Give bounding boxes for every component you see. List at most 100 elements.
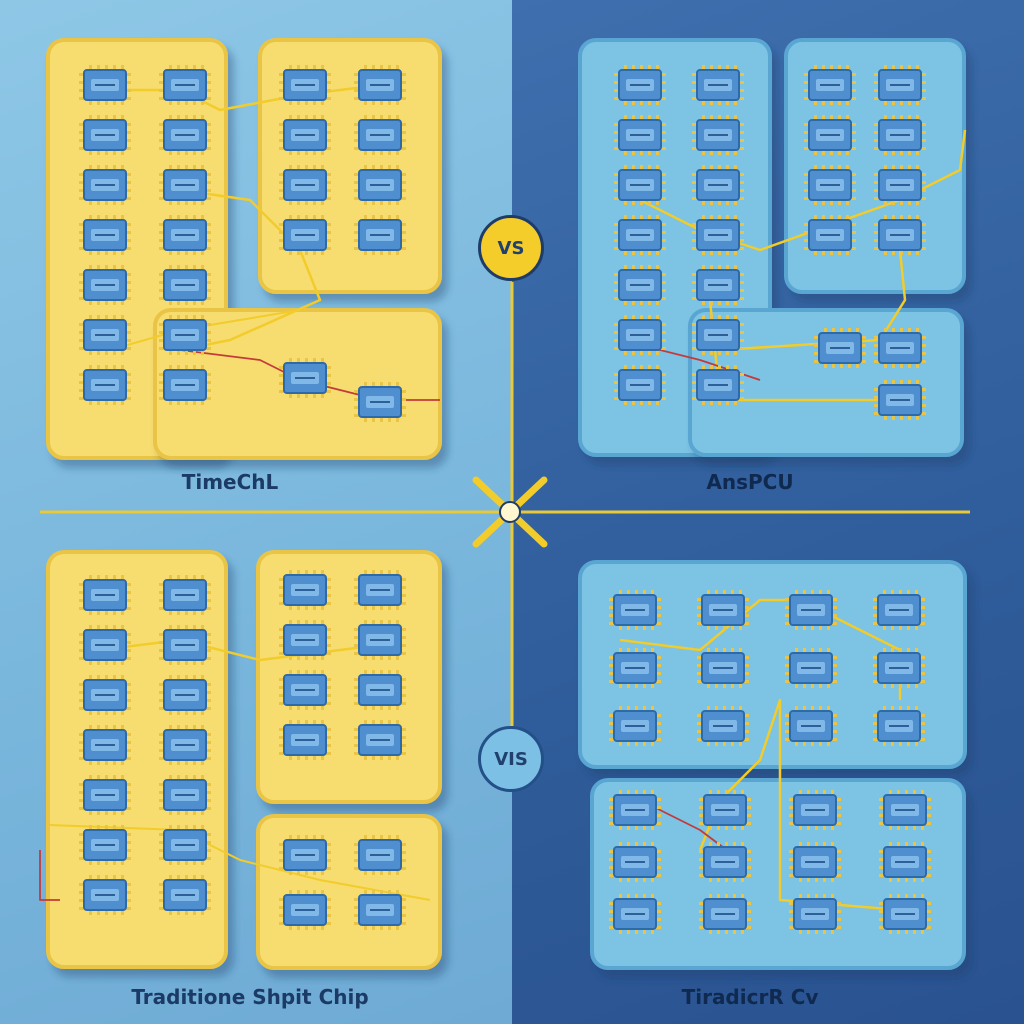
tl-b-chip-icon	[279, 215, 331, 255]
tr-a-chip-icon	[614, 65, 666, 105]
bl-a-chip-icon	[79, 675, 131, 715]
tl-a-chip-icon	[79, 65, 131, 105]
bl-b-chip-icon	[279, 620, 331, 660]
tr-a-chip-icon	[614, 115, 666, 155]
tr-c-chip-icon	[874, 380, 926, 420]
tr-c-chip-icon	[874, 328, 926, 368]
tl-a-chip-icon	[79, 315, 131, 355]
tl-a-chip-icon	[159, 115, 211, 155]
tr-b-chip-icon	[804, 215, 856, 255]
caption-bottom-left: Traditione Shpit Chip	[60, 985, 440, 1009]
br-a-chip-icon	[873, 706, 925, 746]
tl-a-chip-icon	[159, 165, 211, 205]
bl-a-chip-icon	[159, 825, 211, 865]
br-b-chip-icon	[699, 790, 751, 830]
br-b-chip-icon	[789, 790, 841, 830]
tr-b-chip-icon	[804, 65, 856, 105]
bl-b-chip-icon	[279, 720, 331, 760]
caption-bottom-right: TiradicrR Cv	[600, 985, 900, 1009]
tr-b-chip-icon	[804, 165, 856, 205]
bl-a-chip-icon	[79, 575, 131, 615]
tl-a-chip-icon	[79, 165, 131, 205]
bl-c-chip-icon	[354, 890, 406, 930]
br-a-chip-icon	[785, 648, 837, 688]
br-b-chip-icon	[879, 842, 931, 882]
tr-c-chip-icon	[814, 328, 866, 368]
tl-b-chip-icon	[279, 165, 331, 205]
br-a-chip-icon	[697, 706, 749, 746]
board-bottom-left-c	[258, 816, 440, 968]
bl-a-chip-icon	[159, 775, 211, 815]
tl-a-chip-icon	[159, 315, 211, 355]
tl-b-chip-icon	[354, 165, 406, 205]
vs-badge-bottom: VIS	[478, 726, 544, 792]
caption-top-right: AnsPCU	[620, 470, 880, 494]
tr-a-chip-icon	[692, 265, 744, 305]
bl-a-chip-icon	[159, 575, 211, 615]
bl-b-chip-icon	[354, 620, 406, 660]
caption-top-left: TimeChL	[100, 470, 360, 494]
bl-a-chip-icon	[159, 675, 211, 715]
tr-a-chip-icon	[614, 215, 666, 255]
br-b-chip-icon	[699, 894, 751, 934]
bl-a-chip-icon	[79, 875, 131, 915]
tl-a-chip-icon	[159, 365, 211, 405]
tr-b-chip-icon	[874, 115, 926, 155]
tl-c-chip-icon	[279, 358, 331, 398]
tl-a-chip-icon	[159, 265, 211, 305]
br-b-chip-icon	[609, 790, 661, 830]
tr-b-chip-icon	[874, 215, 926, 255]
tr-a-chip-icon	[692, 315, 744, 355]
br-b-chip-icon	[609, 842, 661, 882]
bl-c-chip-icon	[279, 835, 331, 875]
tr-a-chip-icon	[692, 65, 744, 105]
br-a-chip-icon	[873, 648, 925, 688]
tr-a-chip-icon	[692, 365, 744, 405]
tl-a-chip-icon	[159, 215, 211, 255]
br-a-chip-icon	[697, 648, 749, 688]
bl-a-chip-icon	[79, 775, 131, 815]
bl-c-chip-icon	[354, 835, 406, 875]
tl-b-chip-icon	[279, 115, 331, 155]
br-a-chip-icon	[785, 706, 837, 746]
tr-a-chip-icon	[692, 115, 744, 155]
tr-a-chip-icon	[614, 165, 666, 205]
br-a-chip-icon	[785, 590, 837, 630]
tl-b-chip-icon	[354, 65, 406, 105]
tl-b-chip-icon	[354, 215, 406, 255]
tr-a-chip-icon	[614, 265, 666, 305]
bl-b-chip-icon	[279, 670, 331, 710]
tl-c-chip-icon	[354, 382, 406, 422]
bl-b-chip-icon	[279, 570, 331, 610]
br-b-chip-icon	[609, 894, 661, 934]
bl-b-chip-icon	[354, 670, 406, 710]
tr-a-chip-icon	[614, 365, 666, 405]
br-b-chip-icon	[879, 894, 931, 934]
br-a-chip-icon	[609, 706, 661, 746]
br-b-chip-icon	[789, 894, 841, 934]
br-a-chip-icon	[609, 648, 661, 688]
tl-b-chip-icon	[279, 65, 331, 105]
bl-a-chip-icon	[79, 725, 131, 765]
br-a-chip-icon	[697, 590, 749, 630]
br-b-chip-icon	[699, 842, 751, 882]
br-a-chip-icon	[873, 590, 925, 630]
bl-c-chip-icon	[279, 890, 331, 930]
tl-a-chip-icon	[79, 215, 131, 255]
tl-a-chip-icon	[79, 365, 131, 405]
tr-a-chip-icon	[614, 315, 666, 355]
bl-a-chip-icon	[79, 625, 131, 665]
bl-a-chip-icon	[159, 725, 211, 765]
tr-b-chip-icon	[874, 165, 926, 205]
bl-b-chip-icon	[354, 720, 406, 760]
tr-a-chip-icon	[692, 215, 744, 255]
bl-b-chip-icon	[354, 570, 406, 610]
tr-b-chip-icon	[874, 65, 926, 105]
tl-b-chip-icon	[354, 115, 406, 155]
bl-a-chip-icon	[159, 875, 211, 915]
tr-a-chip-icon	[692, 165, 744, 205]
br-b-chip-icon	[879, 790, 931, 830]
br-b-chip-icon	[789, 842, 841, 882]
tr-b-chip-icon	[804, 115, 856, 155]
